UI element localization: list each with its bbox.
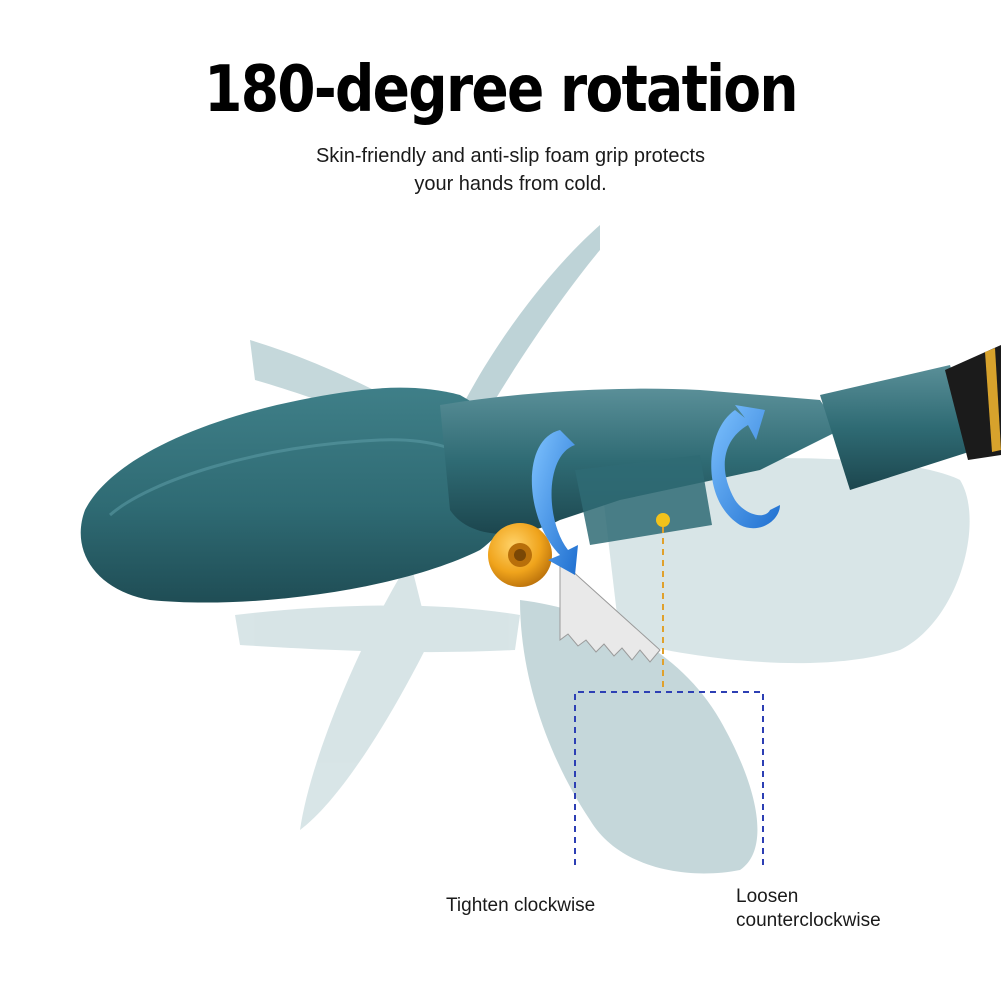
subtitle-line-1: Skin-friendly and anti-slip foam grip pr… xyxy=(315,145,706,167)
loosen-label-line-1: Loosen xyxy=(736,886,799,907)
tighten-label: Tighten clockwise xyxy=(446,895,596,916)
page-title: 180-degree rotation xyxy=(204,53,798,127)
subtitle: Skin-friendly and anti-slip foam grip pr… xyxy=(220,142,801,198)
shovel-shaft xyxy=(575,365,975,545)
loosen-guide-bracket xyxy=(574,691,764,865)
ghost-blade-lower xyxy=(520,600,758,874)
adjustment-point-marker xyxy=(656,513,670,527)
foam-grip-handle xyxy=(945,345,1001,460)
ghost-blade-lower-left xyxy=(235,560,520,830)
loosen-label-line-2: counterclockwise xyxy=(736,910,881,931)
ghost-blade-upper xyxy=(455,225,600,425)
loosen-label: Loosen counterclockwise xyxy=(736,885,881,933)
rotation-arrow-icon xyxy=(531,430,578,575)
rotation-arrow-icon xyxy=(711,405,780,529)
subtitle-line-2: your hands from cold. xyxy=(414,173,607,195)
serrated-edge xyxy=(559,558,661,663)
locking-knob[interactable] xyxy=(488,523,552,587)
